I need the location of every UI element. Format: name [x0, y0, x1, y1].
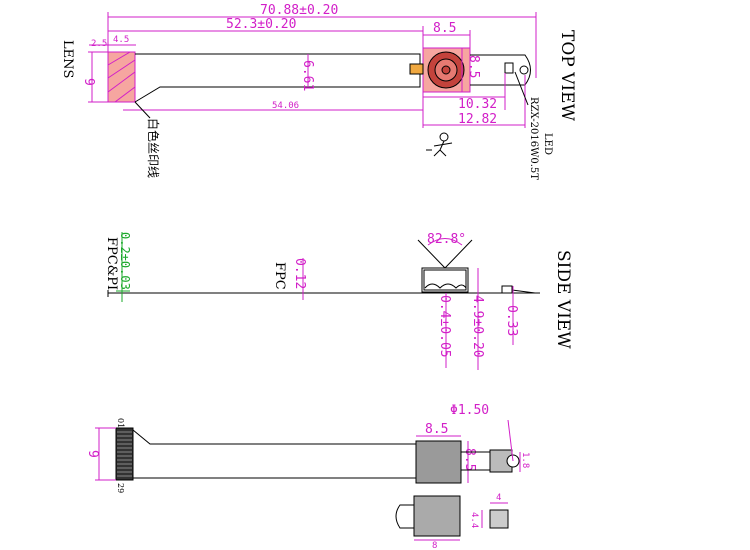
silk-note: 白色丝印线: [146, 118, 161, 178]
overall-length-dim: 70.88±0.20: [260, 3, 338, 18]
top-view: TOP VIEW 70.88±0.20 52.3±0.20 8.5 2.5 4.…: [60, 3, 577, 180]
hole-diameter-dim: Φ1.50: [450, 403, 489, 418]
lens-label: LENS: [60, 40, 75, 78]
detail-small-h-dim: 4.4: [469, 512, 479, 528]
bottom-module-height-dim: 8.5: [462, 448, 477, 471]
module-height-dim: 4.9±0.20: [470, 295, 485, 358]
fpc-pi-thickness-dim: 0.2±0.03: [118, 232, 132, 290]
lens-right-dim: 4.5: [113, 35, 129, 45]
lens-block: [107, 51, 136, 103]
fpc-pi-label: FPC&PI: [104, 237, 119, 290]
hole-offset-dim: 1.8: [520, 452, 530, 468]
fov-dim: 82.8°: [427, 232, 466, 247]
bottom-module: [415, 440, 462, 484]
detail-width-dim: 8: [432, 541, 437, 550]
fpc-width-dim: 6.61: [300, 60, 315, 91]
side-view-title: SIDE VIEW: [553, 250, 573, 349]
lens-gap-dim: 0.4±0.05: [437, 295, 452, 358]
sensor-width-dim: 8.5: [433, 21, 456, 36]
led-label: LED: [542, 133, 553, 155]
lens-offset-dim: 52.3±0.20: [226, 17, 296, 32]
led-part-label: RZX-2016W0.5T: [528, 97, 539, 180]
orientation-figure: [426, 132, 453, 157]
detail-module: [413, 495, 461, 537]
fpc-length-dim: 54.06: [272, 101, 299, 111]
led-offset-b-dim: 12.82: [458, 112, 497, 127]
lens-height-dim: 9: [81, 78, 96, 86]
fpc-thickness-dim: 0.12: [292, 258, 307, 289]
led-height-dim: 0.33: [504, 305, 519, 336]
bottom-view: 01 29 9 8.5 8.5 Φ1.50 1.8 8 4 4.4: [85, 403, 530, 550]
pin-end-label: 29: [116, 483, 125, 493]
detail-small-w-dim: 4: [496, 493, 501, 503]
side-view: SIDE VIEW FPC&PI 0.2±0.03 FPC 0.12 82.8°…: [104, 232, 573, 370]
sensor-height-dim: 8.5: [466, 55, 481, 78]
bottom-lens-height-dim: 9: [85, 450, 100, 458]
bottom-module-width-dim: 8.5: [425, 422, 448, 437]
pin-start-label: 01: [116, 418, 125, 428]
top-view-title: TOP VIEW: [557, 30, 577, 122]
fpc-label: FPC: [272, 262, 287, 290]
lens-left-dim: 2.5: [91, 39, 107, 49]
led-offset-a-dim: 10.32: [458, 97, 497, 112]
